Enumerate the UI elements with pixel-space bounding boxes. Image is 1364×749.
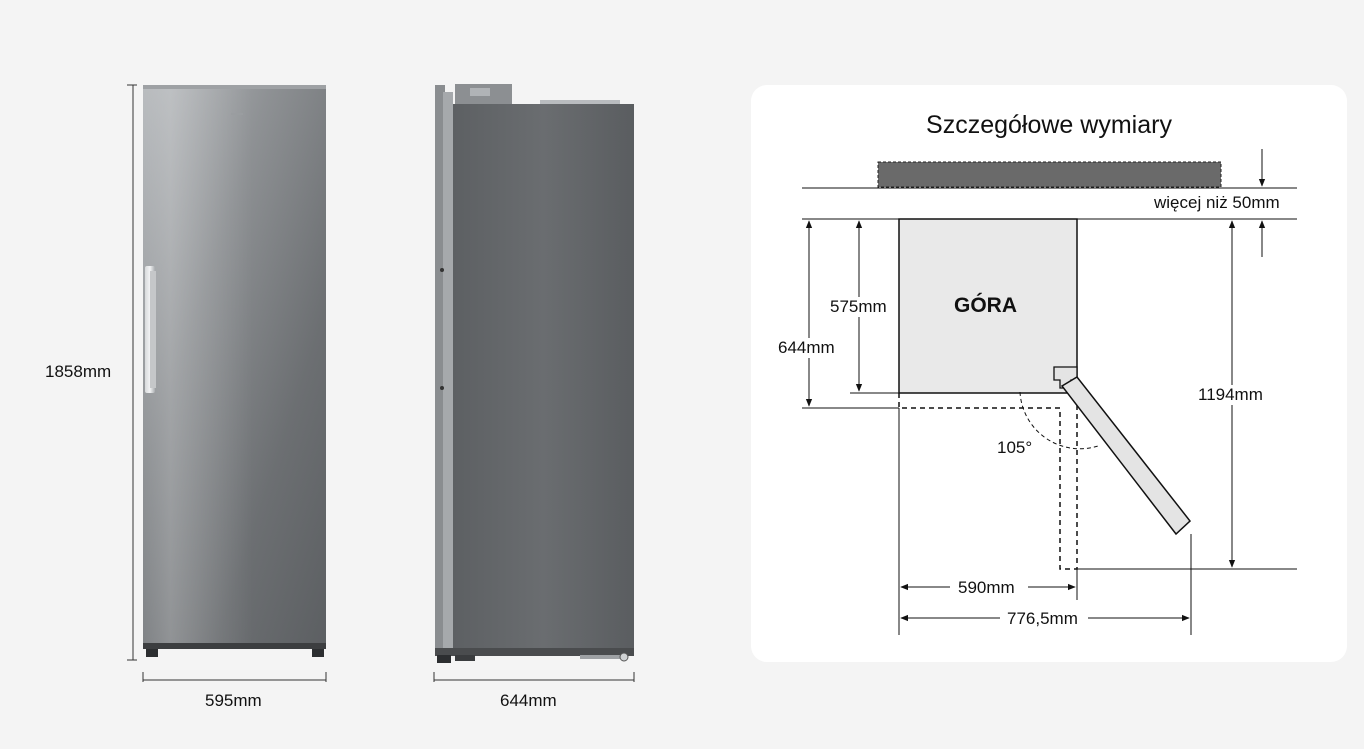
front-height-dimension (127, 84, 137, 661)
open-depth-label: 1194mm (1198, 385, 1263, 405)
front-width-dimension (142, 672, 327, 682)
angle-label: 105° (997, 438, 1033, 457)
product-views (127, 84, 635, 682)
refrigerator-front-view (143, 85, 326, 657)
side-depth-dimension (433, 672, 635, 682)
top-view-diagram (802, 149, 1297, 635)
clearance-label: więcej niż 50mm (1154, 193, 1280, 212)
width-label: 590mm (958, 578, 1015, 597)
side-depth-label: 644mm (500, 691, 557, 710)
refrigerator-side-view (435, 84, 634, 663)
card-title: Szczegółowe wymiary (926, 111, 1172, 139)
cabinet-top-view (898, 218, 1078, 394)
front-height-label: 1858mm (45, 362, 112, 381)
open-door (1060, 376, 1192, 536)
inner-depth-label: 575mm (830, 297, 887, 317)
front-width-label: 595mm (205, 691, 262, 710)
top-label: GÓRA (954, 294, 1017, 317)
outer-depth-label: 644mm (778, 338, 835, 358)
open-width-label: 776,5mm (1007, 609, 1078, 628)
wall (877, 161, 1222, 188)
